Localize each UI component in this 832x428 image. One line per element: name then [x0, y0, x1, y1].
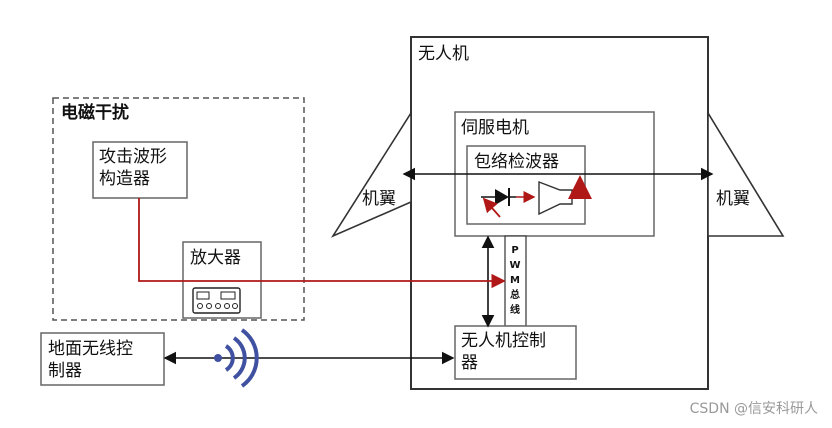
emi-group-border [52, 97, 305, 321]
detector-output-line [568, 175, 592, 199]
wing-left-label: 机翼 [362, 189, 396, 209]
pwm-bus-label: PWM总线 [509, 245, 521, 316]
wing-right [707, 110, 785, 237]
servo-motor-label: 伺服电机 [461, 118, 529, 138]
attack-waveform-label: 攻击波形 构造器 [99, 147, 167, 189]
ground-controller-box [40, 332, 165, 386]
uav-controller-box [454, 325, 577, 380]
wing-right-label: 机翼 [716, 189, 750, 209]
wifi-signal-icon [214, 328, 259, 388]
uav-controller-label: 无人机控制 器 [461, 331, 546, 373]
watermark: CSDN @信安科研人 [689, 401, 818, 417]
amplifier-label: 放大器 [190, 248, 241, 268]
ground-controller-label: 地面无线控 制器 [48, 339, 133, 381]
signal-generator-icon [192, 287, 241, 314]
emi-group-label: 电磁干扰 [61, 103, 129, 123]
coupling-signal-line [482, 197, 501, 218]
wing-left [330, 110, 412, 238]
attack-signal-line [138, 198, 506, 289]
attack-waveform-box [92, 141, 188, 199]
envelope-detector-label: 包络检波器 [474, 152, 559, 172]
diode-icon [481, 188, 516, 206]
uav-label: 无人机 [418, 44, 469, 64]
